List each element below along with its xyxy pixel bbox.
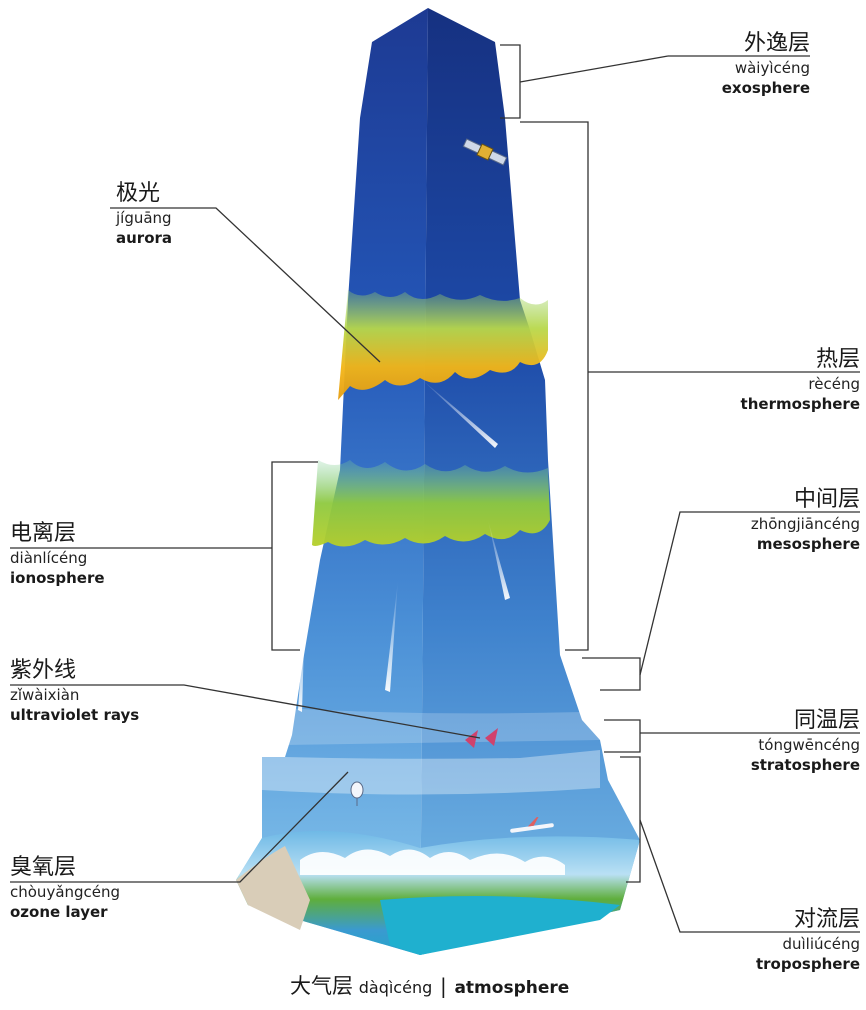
caption-zh: 大气层: [290, 974, 353, 998]
caption-separator: |: [439, 974, 447, 998]
ionosphere-en: ionosphere: [10, 569, 105, 587]
ionosphere-bracket: [271, 461, 318, 651]
ionosphere-pinyin: diànlícéng: [10, 549, 88, 567]
aurora-pinyin: jíguāng: [116, 209, 172, 227]
ultraviolet-zh: 紫外线: [10, 658, 77, 683]
thermosphere-zh: 热层: [815, 347, 860, 372]
ionosphere-zh: 电离层: [10, 521, 77, 546]
exosphere-en: exosphere: [721, 79, 810, 97]
diagram-caption: 大气层 dàqìcéng | atmosphere: [290, 970, 569, 1000]
exosphere-leader: [519, 55, 669, 83]
caption-en: atmosphere: [454, 978, 570, 998]
aurora-band-green: [312, 460, 550, 547]
ozone-en: ozone layer: [10, 903, 108, 921]
obelisk-left-face: [236, 8, 428, 955]
clouds: [300, 849, 565, 875]
ozone-haze: [262, 750, 600, 795]
uv-ray-mark-1: [465, 730, 478, 748]
troposphere-en: troposphere: [755, 955, 860, 973]
troposphere-bracket: [620, 756, 641, 883]
label-ultraviolet: 紫外线 zǐwàixiàn ultraviolet rays: [10, 657, 139, 725]
ray-1: [298, 610, 305, 712]
label-thermosphere: 热层 rècéng thermosphere: [741, 346, 860, 414]
mesosphere-pinyin: zhōngjiāncéng: [750, 515, 860, 533]
thermosphere-bracket: [520, 121, 589, 651]
label-stratosphere: 同温层 tóngwēncéng stratosphere: [751, 707, 860, 775]
ultraviolet-pinyin: zǐwàixiàn: [10, 686, 80, 704]
airplane-icon: [510, 816, 554, 833]
label-exosphere: 外逸层 wàiyìcéng exosphere: [722, 30, 810, 98]
stratosphere-bracket: [604, 719, 641, 753]
stratosphere-pinyin: tóngwēncéng: [758, 736, 860, 754]
mesosphere-leader: [639, 511, 860, 676]
label-ozone: 臭氧层 chòuyǎngcéng ozone layer: [10, 854, 120, 922]
exosphere-zh: 外逸层: [743, 31, 810, 56]
ray-2: [385, 580, 398, 692]
balloon-icon: [350, 781, 364, 806]
satellite-icon: [462, 138, 508, 166]
label-mesosphere: 中间层 zhōngjiāncéng mesosphere: [751, 486, 860, 554]
ultraviolet-en: ultraviolet rays: [10, 706, 140, 724]
ozone-pinyin: chòuyǎngcéng: [10, 883, 121, 901]
aurora-zh: 极光: [116, 181, 161, 206]
sea: [380, 896, 620, 955]
label-aurora: 极光 jíguāng aurora: [116, 180, 172, 248]
ozone-leader: [10, 771, 349, 883]
troposphere-pinyin: duìliúcéng: [782, 935, 860, 953]
stratosphere-zh: 同温层: [793, 708, 860, 733]
aurora-en: aurora: [116, 229, 173, 247]
exosphere-pinyin: wàiyìcéng: [734, 59, 810, 77]
thermosphere-en: thermosphere: [740, 395, 860, 413]
thermosphere-pinyin: rècéng: [808, 375, 860, 393]
mesosphere-bracket: [582, 657, 641, 691]
label-troposphere: 对流层 duìliúcéng troposphere: [756, 906, 860, 974]
ozone-zh: 臭氧层: [10, 855, 77, 880]
exosphere-bracket: [500, 44, 521, 119]
troposphere-leader: [639, 819, 860, 933]
aurora-band-yellow: [338, 290, 548, 400]
uv-ray-mark-2: [485, 728, 498, 746]
aurora-leader: [110, 207, 381, 363]
ultraviolet-leader: [10, 684, 481, 739]
mesosphere-zh: 中间层: [793, 487, 860, 512]
troposphere-zh: 对流层: [793, 907, 860, 932]
label-ionosphere: 电离层 diànlícéng ionosphere: [10, 520, 105, 588]
ray-3: [488, 520, 510, 600]
ray-4: [420, 378, 498, 448]
stratosphere-en: stratosphere: [750, 756, 860, 774]
caption-pinyin: dàqìcéng: [358, 978, 433, 997]
mesosphere-en: mesosphere: [756, 535, 860, 553]
